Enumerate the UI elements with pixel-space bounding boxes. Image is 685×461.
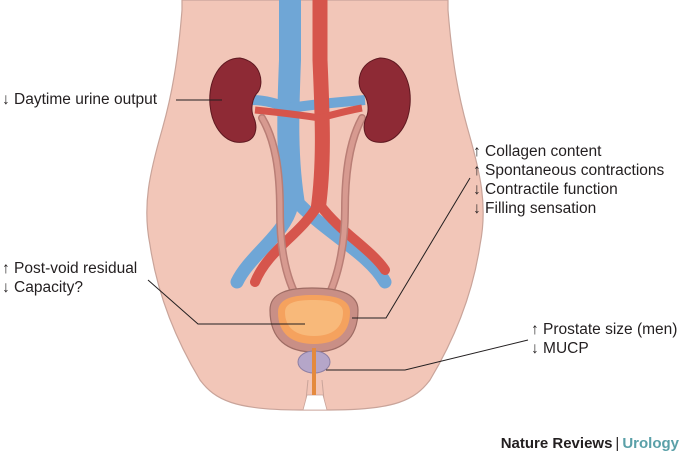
left-renal-artery [254,106,321,122]
kidney-annotation: ↓ Daytime urine output [2,90,157,109]
prostate-annotation-line-1: ↑ Prostate size (men) [531,321,678,338]
right-ureter-inner [322,115,365,306]
left-renal-vein [251,95,292,113]
prostate-annotation: ↑ Prostate size (men) ↓ MUCP [531,320,677,358]
aorta [310,0,330,212]
left-kidney [209,57,262,143]
bladder-residual-annotation-line-1: ↑ Post-void residual [2,260,138,277]
right-iliac-artery [315,200,390,275]
left-ureter-inner [259,115,303,306]
right-kidney [358,57,411,143]
prostate-annotation-line-2: ↓ MUCP [531,340,589,357]
leader-line-residual [147,279,305,325]
leader-line-prostate [326,339,529,371]
bladder-residual-annotation: ↑ Post-void residual ↓ Capacity? [2,259,137,297]
bladder-residual-annotation-line-2: ↓ Capacity? [2,279,83,296]
bladder-wall-annotation-line-4: ↓ Filling sensation [473,200,597,217]
bladder-highlight [285,300,343,336]
journal-name: Nature Reviews [500,435,613,452]
kidney-annotation-line: ↓ Daytime urine output [2,91,158,108]
right-renal-artery [319,104,363,122]
left-iliac-vein [230,198,299,289]
credit-separator: | [615,435,620,452]
bladder-wall-annotation: ↑ Collagen content ↑ Spontaneous contrac… [473,142,664,218]
bladder-wall-annotation-line-1: ↑ Collagen content [473,143,602,160]
journal-subject: Urology [622,435,679,452]
vena-cava [277,0,306,212]
leader-line-bladder-wall [352,177,471,319]
bladder-wall-annotation-line-3: ↓ Contractile function [473,181,618,198]
journal-credit: Nature Reviews|Urology [501,435,679,452]
urethra-opening [302,394,328,411]
bladder-wall-annotation-line-2: ↑ Spontaneous contractions [473,162,665,179]
